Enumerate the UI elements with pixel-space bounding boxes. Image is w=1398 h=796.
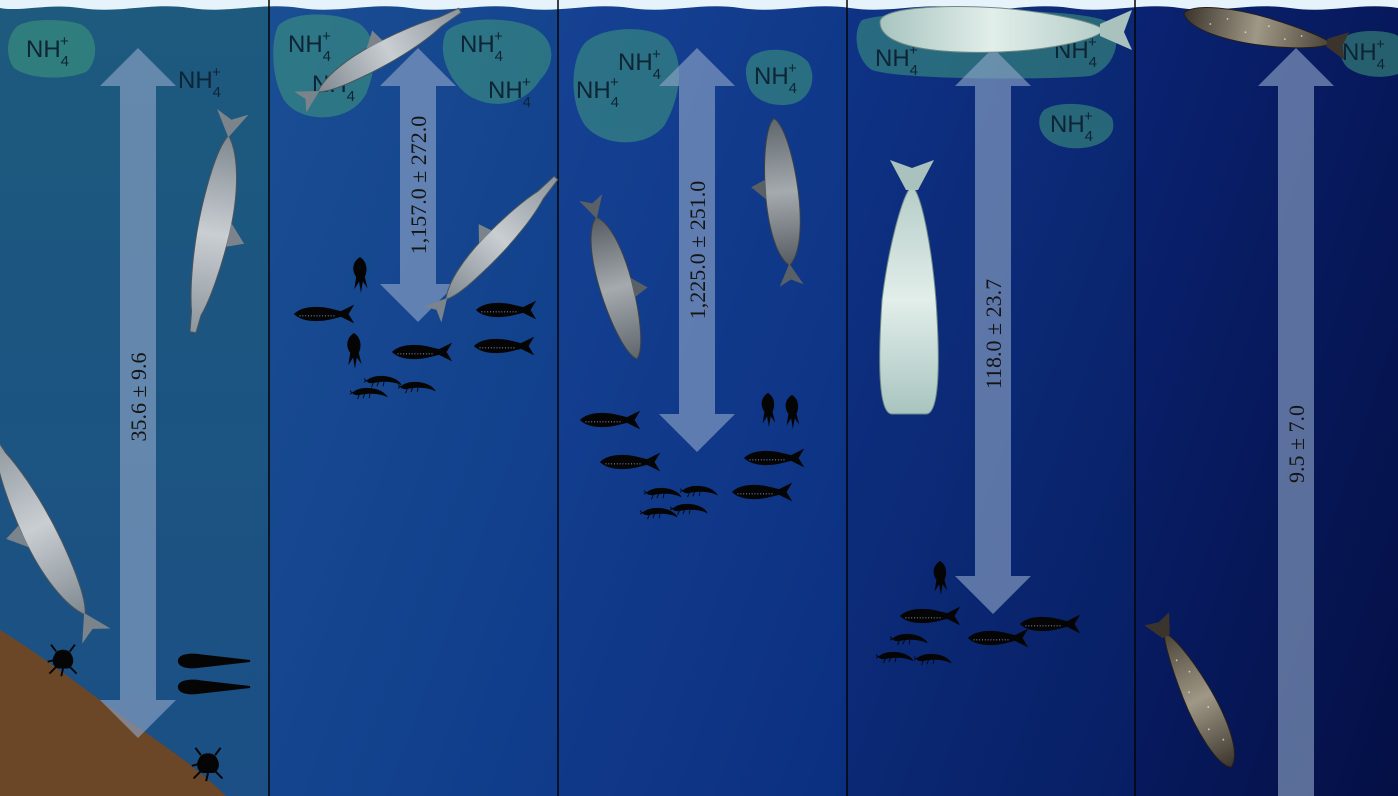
panel-dividers (268, 0, 1136, 796)
depth-label-panel-1: 35.6 ± 9.6 (126, 352, 151, 441)
beaked-whale-icon (1144, 612, 1235, 768)
nh4-label: NH4+ (178, 64, 221, 101)
nh4-label: NH4+ (288, 28, 331, 65)
nh4-label: NH4+ (488, 74, 531, 111)
depth-arrow-panel-5 (1258, 48, 1334, 796)
nh4-label: NH4+ (460, 28, 503, 65)
spinner-dolphin-icon (423, 175, 559, 323)
dolphin-icon (0, 435, 111, 644)
nh4-label: NH4+ (875, 42, 918, 79)
depth-label-panel-3: 1,225.0 ± 251.0 (685, 181, 710, 320)
nh4-label: NH4+ (618, 46, 661, 83)
depth-label-panel-2: 1,157.0 ± 272.0 (406, 116, 431, 255)
sperm-whale-icon (879, 160, 939, 415)
depth-arrow-panel-2 (380, 48, 456, 322)
dolphin-icon (189, 109, 249, 334)
panel-5-background (1135, 0, 1398, 796)
nh4-label: NH4+ (754, 60, 797, 97)
depth-label-panel-4: 118.0 ± 23.7 (981, 279, 1006, 389)
depth-arrow-panel-3 (659, 48, 735, 452)
nh4-label: NH4+ (26, 33, 69, 70)
nh4-label: NH4+ (1342, 36, 1385, 73)
nh4-label: NH4+ (1050, 108, 1093, 145)
sperm-whale-icon (879, 6, 1132, 53)
pilot-whale-icon (579, 194, 648, 360)
beaked-whale-icon (1183, 7, 1350, 60)
depth-arrows (100, 48, 1334, 796)
nh4-label: NH4+ (576, 74, 619, 111)
nh4-labels: NH4+ NH4+ NH4+ NH4+ NH4+ NH4+ NH4+ NH4+ … (26, 28, 1385, 145)
sea-surface (0, 0, 1398, 10)
spinner-dolphin-icon (294, 7, 462, 113)
depth-arrow-panel-1 (100, 48, 176, 738)
pilot-whale-icon (751, 117, 804, 287)
depth-arrow-panel-4 (955, 48, 1031, 614)
depth-label-panel-5: 9.5 ± 7.0 (1284, 405, 1309, 483)
